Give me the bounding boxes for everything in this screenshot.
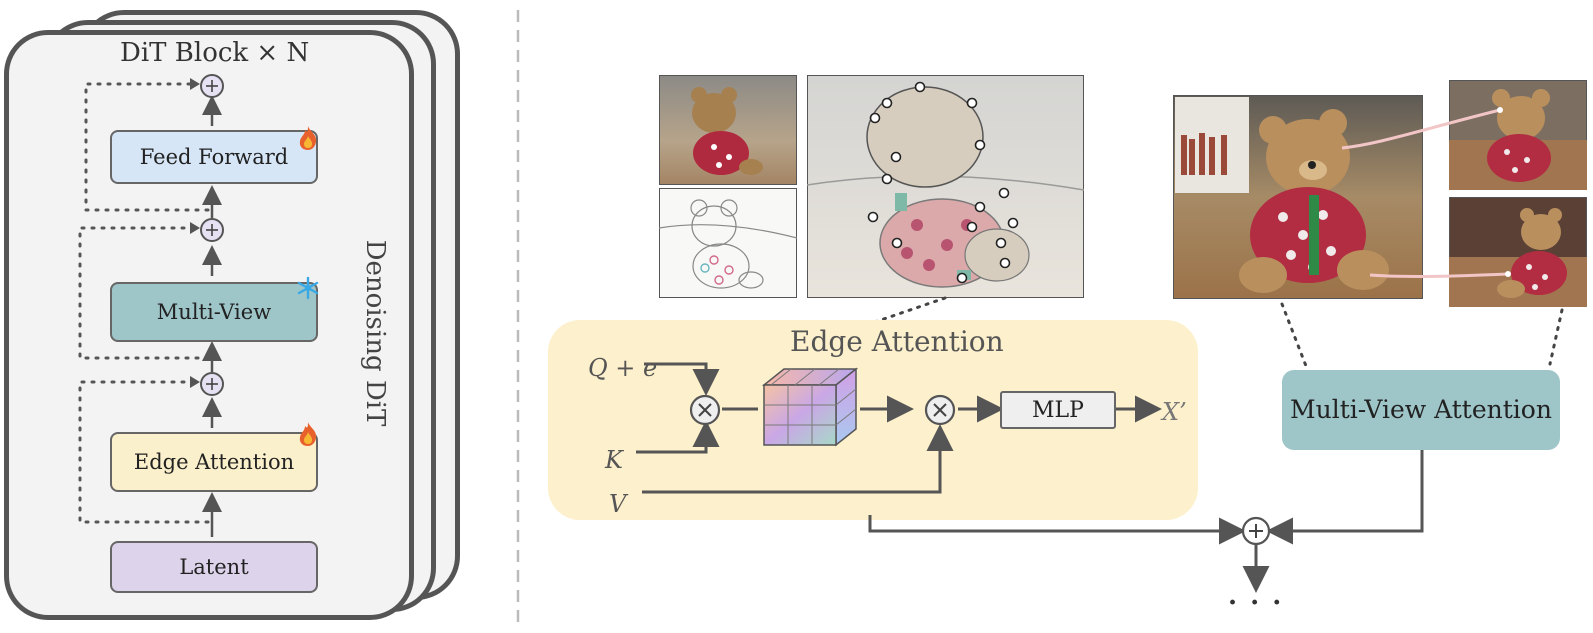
fire-icon bbox=[299, 126, 317, 150]
value-label: V bbox=[609, 490, 627, 518]
edge-attention-block: Edge Attention bbox=[110, 432, 318, 492]
reference-view-image bbox=[1173, 95, 1423, 299]
multiview-image-links bbox=[1280, 302, 1564, 368]
target-view-image-2 bbox=[1449, 197, 1587, 307]
fire-icon bbox=[299, 422, 317, 446]
attention-cube-icon bbox=[761, 367, 859, 447]
target-view-image-1 bbox=[1449, 80, 1587, 190]
correspondence-lines bbox=[1341, 107, 1511, 279]
latent-block: Latent bbox=[110, 541, 318, 593]
residual-add-node-3 bbox=[200, 372, 224, 396]
edge-overlay-image bbox=[807, 75, 1084, 298]
residual-add-node-1 bbox=[200, 74, 224, 98]
residual-add-node-2 bbox=[200, 218, 224, 242]
multiply-node-1 bbox=[689, 394, 721, 426]
multi-view-attention-block: Multi-View Attention bbox=[1282, 370, 1560, 450]
dit-flow-connectors bbox=[78, 78, 222, 537]
query-plus-edge-label: Q + e bbox=[588, 354, 658, 382]
dit-block-title: DiT Block × N bbox=[120, 38, 310, 68]
edge-attention-flow bbox=[636, 362, 1162, 494]
feed-forward-block: Feed Forward bbox=[110, 130, 318, 184]
output-label: X’ bbox=[1162, 398, 1187, 426]
combine-flow bbox=[868, 450, 1424, 593]
multi-view-block: Multi-View bbox=[110, 282, 318, 342]
key-label: K bbox=[605, 446, 623, 474]
input-photo-thumbnail bbox=[659, 75, 797, 185]
mlp-block: MLP bbox=[1000, 391, 1116, 429]
edge-attention-panel-title: Edge Attention bbox=[790, 325, 1004, 358]
edge-image-link bbox=[873, 296, 947, 324]
section-divider bbox=[516, 10, 520, 625]
multiply-node-2 bbox=[924, 394, 956, 426]
continuation-ellipsis: · · · bbox=[1228, 588, 1284, 618]
edge-map-thumbnail bbox=[659, 188, 797, 298]
snowflake-icon bbox=[297, 276, 319, 300]
